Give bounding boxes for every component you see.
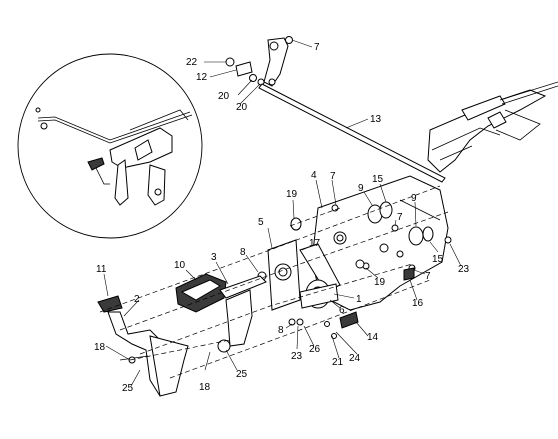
callout-label: 22 — [186, 57, 198, 68]
pedal-lever — [107, 311, 231, 397]
callout-label: 25 — [122, 383, 134, 394]
assembly-guide-lines — [99, 185, 449, 379]
spring-and-hardware — [288, 311, 359, 339]
callout-label: 25 — [236, 369, 248, 380]
callout-label: 7 — [314, 42, 320, 53]
callout-label: 11 — [96, 264, 107, 275]
callout-label: 10 — [174, 260, 186, 271]
inset-detail-view — [17, 53, 203, 239]
callout-label: 19 — [374, 277, 386, 288]
callout-label: 4 — [311, 170, 317, 181]
callout-label: 7 — [330, 171, 336, 182]
mounting-plate — [257, 239, 301, 311]
callout-label: 12 — [196, 72, 208, 83]
callout-label: 5 — [258, 217, 264, 228]
callout-label: 23 — [458, 264, 470, 275]
callout-label: 24 — [349, 353, 361, 364]
pedal-assembly — [97, 273, 267, 347]
callout-label: 23 — [291, 351, 303, 362]
callout-label: 3 — [211, 252, 217, 263]
callout-label: 18 — [199, 382, 211, 393]
callout-label: 18 — [94, 342, 106, 353]
callout-label: 8 — [278, 325, 284, 336]
callout-label: 9 — [411, 193, 417, 204]
callout-label: 16 — [412, 298, 424, 309]
callout-label: 15 — [372, 174, 384, 185]
upper-pivot-arm — [225, 36, 293, 87]
callout-label: 9 — [358, 183, 364, 194]
callout-label: 6 — [339, 305, 345, 316]
callout-leaders — [103, 39, 462, 387]
callout-label: 20 — [218, 91, 230, 102]
callout-label: 7 — [425, 271, 431, 282]
brake-lever-assembly — [427, 81, 558, 173]
bushings — [290, 201, 452, 272]
callout-label: 17 — [309, 238, 321, 249]
callout-label: 20 — [236, 102, 248, 113]
callout-label: 14 — [367, 332, 379, 343]
callout-label: 26 — [309, 344, 321, 355]
callout-label: 19 — [286, 189, 298, 200]
callout-label: 13 — [370, 114, 382, 125]
callout-label: 2 — [134, 294, 140, 305]
pivot-assembly — [299, 243, 415, 309]
callout-label: 21 — [332, 357, 344, 368]
callout-label: 7 — [397, 212, 403, 223]
control-rod — [258, 83, 446, 183]
callout-label: 1 — [356, 294, 362, 305]
callout-label: 15 — [432, 254, 444, 265]
callout-labels: 7 22 12 20 20 13 4 7 19 9 15 7 9 5 17 8 … — [94, 42, 470, 394]
callout-label: 8 — [240, 247, 246, 258]
